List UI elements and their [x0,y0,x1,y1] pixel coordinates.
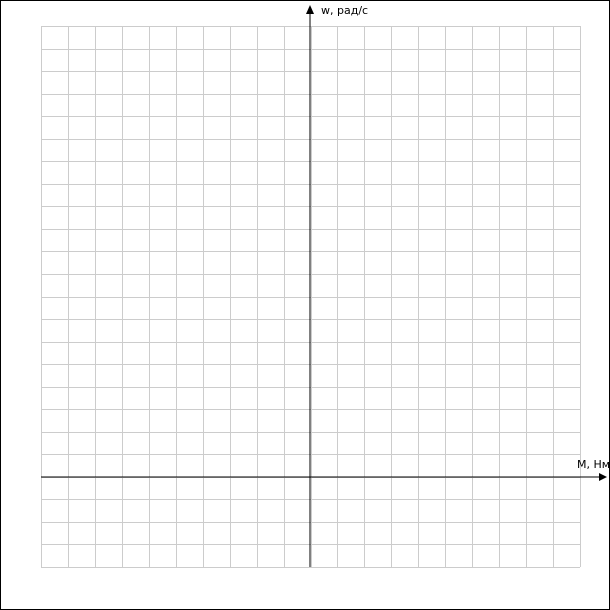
axes [41,5,607,567]
y-axis-arrow [306,5,314,14]
x-axis-arrow [599,473,607,481]
x-axis-label: M, Нм [577,458,609,471]
y-axis-label: w, рад/с [321,4,368,17]
grid [41,26,581,568]
